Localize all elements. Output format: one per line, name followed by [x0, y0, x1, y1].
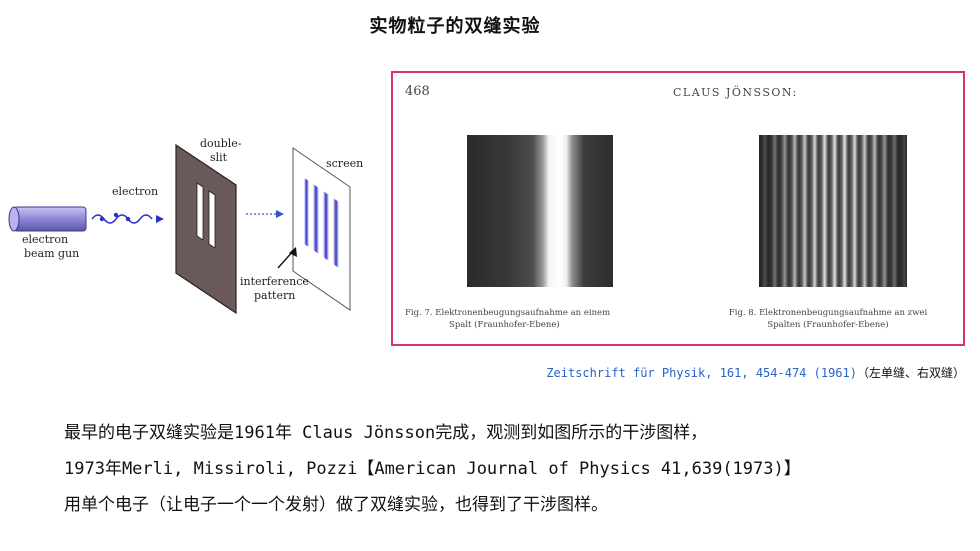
- citation: Zeitschrift für Physik, 161, 454-474 (19…: [395, 364, 965, 381]
- electron-label: electron: [112, 185, 158, 198]
- screen: [292, 147, 351, 311]
- citation-source: Zeitschrift für Physik, 161, 454-474 (19…: [546, 366, 857, 380]
- paragraph-line-3: 用单个电子（让电子一个一个发射）做了双缝实验，也得到了干涉图样。: [64, 495, 608, 515]
- interference-pattern-label-2: pattern: [254, 289, 295, 302]
- single-slit-diffraction-image: [467, 135, 613, 287]
- double-slit-label-1: double-: [200, 137, 242, 150]
- page-number: 468: [405, 84, 430, 99]
- fig7-caption-line1: Fig. 7. Elektronenbeugungsaufnahme an ei…: [405, 308, 611, 318]
- paragraph-line-2: 1973年Merli, Missiroli, Pozzi【American Jo…: [64, 459, 801, 479]
- author-heading: CLAUS JÖNSSON:: [673, 86, 798, 99]
- electron-beam-gun-label-2: beam gun: [24, 247, 79, 260]
- double-slit-plate: [175, 143, 237, 315]
- page-title: 实物粒子的双缝实验: [369, 16, 541, 37]
- electron-wave: [91, 212, 164, 224]
- fig8-caption-line1: Fig. 8. Elektronenbeugungsaufnahme an zw…: [728, 308, 928, 318]
- electron-beam-gun-label-1: electron: [22, 233, 68, 246]
- double-slit-interference-image: [759, 135, 907, 287]
- body-paragraph: 最早的电子双缝实验是1961年 Claus Jönsson完成，观测到如图所示的…: [64, 415, 964, 523]
- fig8-caption: Fig. 8. Elektronenbeugungsaufnahme an zw…: [693, 307, 963, 331]
- double-slit-label-2: slit: [210, 151, 228, 164]
- paragraph-line-1: 最早的电子双缝实验是1961年 Claus Jönsson完成，观测到如图所示的…: [64, 423, 708, 443]
- electron-beam-gun: [8, 206, 87, 232]
- screen-label: screen: [326, 157, 363, 170]
- interference-arrow: [277, 247, 297, 269]
- citation-note: （左单缝、右双缝）: [856, 366, 965, 380]
- beam-to-screen: [246, 210, 284, 218]
- fig7-caption: Fig. 7. Elektronenbeugungsaufnahme an ei…: [405, 307, 675, 331]
- interference-pattern-label-1: interference: [240, 275, 309, 288]
- fig7-caption-line2: Spalt (Fraunhofer-Ebene): [449, 320, 560, 330]
- jonsson-figure-frame: 468 CLAUS JÖNSSON: Fig. 7. Elektronenbeu…: [391, 71, 965, 346]
- fig8-caption-line2: Spalten (Fraunhofer-Ebene): [767, 320, 889, 330]
- double-slit-diagram: electron beam gun electron double- slit …: [8, 137, 363, 315]
